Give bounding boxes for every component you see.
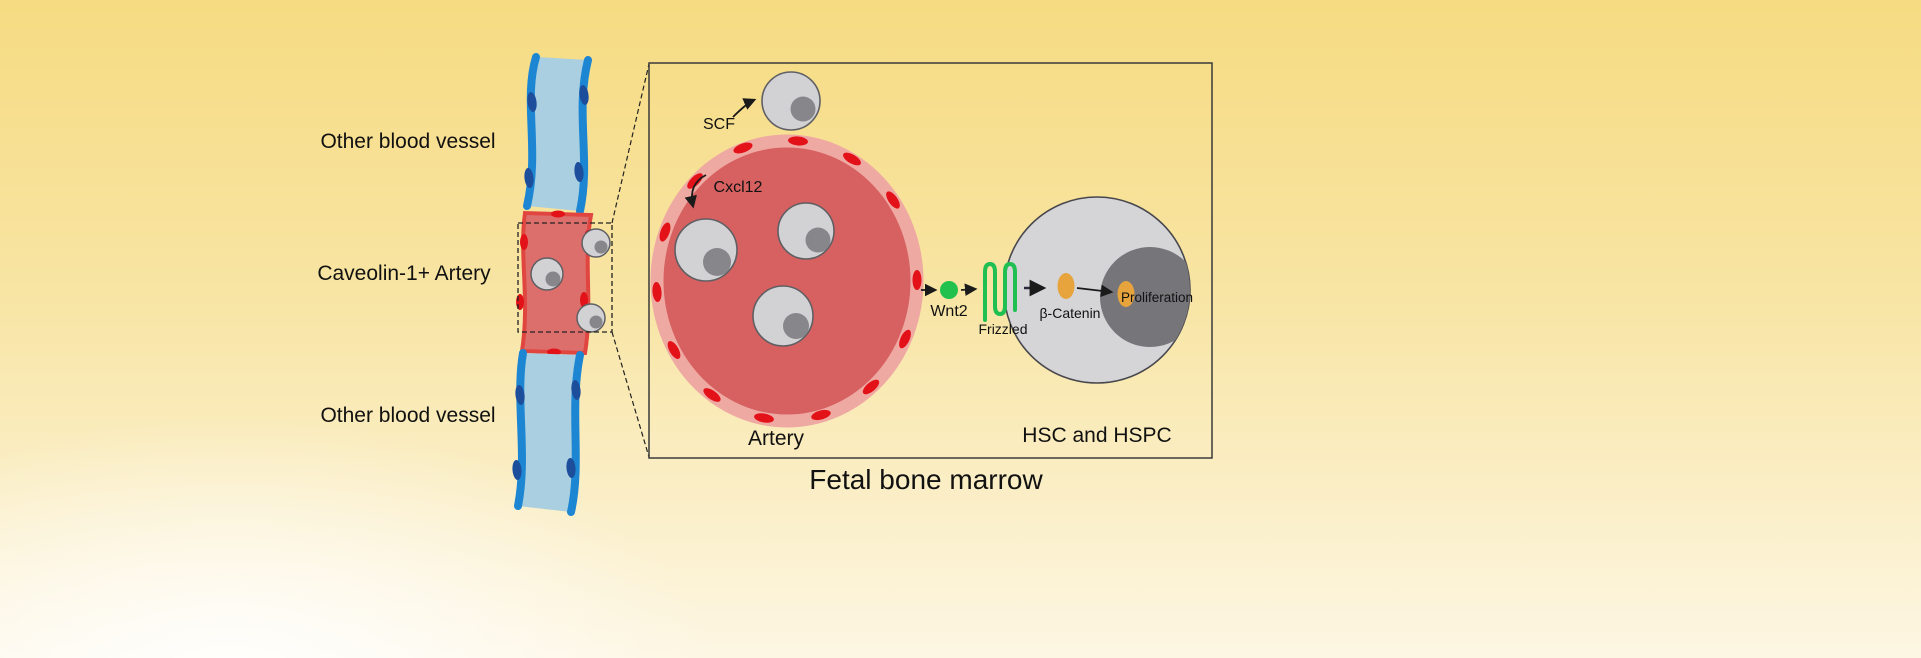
vessel-bottom-nuclei <box>512 380 581 480</box>
beta-catenin-nuclear <box>1117 281 1135 307</box>
released-cell <box>761 71 821 131</box>
inset-panel-border <box>648 62 1213 459</box>
label-scf: SCF <box>703 116 735 133</box>
diagram-caption: Fetal bone marrow <box>809 464 1043 495</box>
vessel-top-lumen <box>527 57 588 211</box>
label-other-vessel-top: Other blood vessel <box>320 130 495 153</box>
label-frizzled: Frizzled <box>978 321 1027 337</box>
label-caveolin-artery: Caveolin-1+ Artery <box>317 262 491 285</box>
wnt2-to-frizzled-arrow <box>960 283 978 297</box>
vessel-bottom-wall-right <box>567 351 584 516</box>
zoom-region-indicator <box>517 63 650 458</box>
blood-vessel-bottom <box>512 349 584 516</box>
label-proliferation: Proliferation <box>1121 290 1193 305</box>
label-hsc-hspc: HSC and HSPC <box>1022 424 1171 447</box>
hsc-cells-in-artery <box>674 202 835 347</box>
small-hsc-cells <box>530 228 611 333</box>
catenin-to-nucleus-arrow <box>1076 284 1114 298</box>
zoom-connector-top <box>611 63 650 224</box>
vessel-bottom-wall-left <box>514 349 527 510</box>
label-artery: Artery <box>748 427 805 450</box>
artery-cross-section <box>650 134 924 428</box>
label-beta-catenin: β-Catenin <box>1040 305 1101 321</box>
scf-arrow <box>732 98 757 118</box>
hsc-nucleus <box>1100 247 1190 347</box>
beta-catenin-molecule <box>1057 273 1075 299</box>
label-other-vessel-bottom: Other blood vessel <box>320 404 495 427</box>
artery-endothelial-nuclei <box>652 136 922 423</box>
vessel-bottom-lumen <box>518 353 580 512</box>
cxcl12-arrow <box>684 174 707 209</box>
vessel-top-wall-right <box>576 56 592 215</box>
blood-vessel-top <box>523 53 592 215</box>
label-cxcl12: Cxcl12 <box>714 179 763 196</box>
label-wnt2: Wnt2 <box>930 303 967 320</box>
wnt2-ligand <box>940 281 958 299</box>
zoom-connector-bottom <box>611 331 650 458</box>
vessel-top-nuclei <box>524 85 589 188</box>
caveolin-artery-vessel <box>516 210 611 356</box>
frizzled-receptor <box>983 261 1017 322</box>
zoom-dashed-box <box>517 222 613 333</box>
